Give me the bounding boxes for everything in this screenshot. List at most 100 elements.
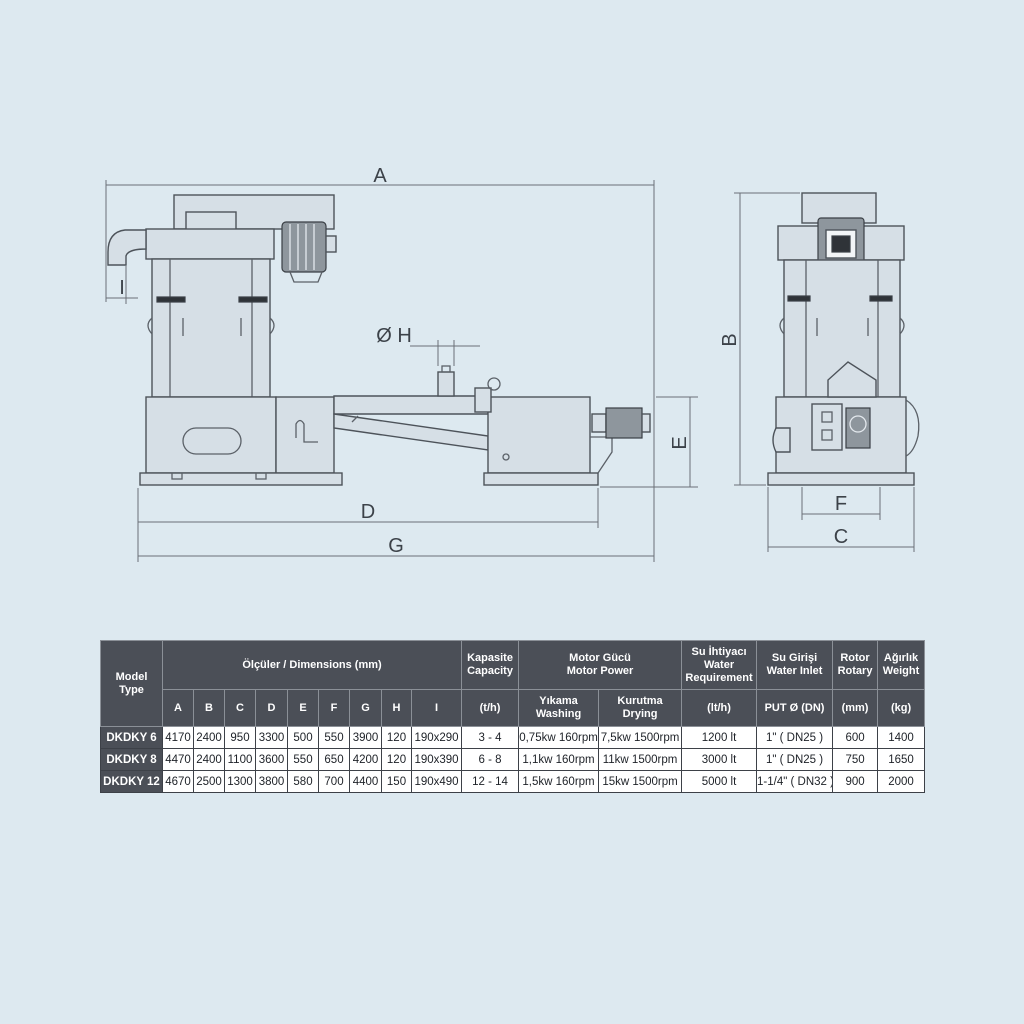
front-base-plate xyxy=(767,472,915,486)
dim-label-b: B xyxy=(719,333,741,346)
cell-dim-d: 3300 xyxy=(255,726,288,749)
cell-weight: 1650 xyxy=(877,748,926,771)
dim-label-e: E xyxy=(669,436,691,449)
cell-dim-g: 4400 xyxy=(349,770,382,793)
cell-dim-d: 3800 xyxy=(255,770,288,793)
cell-capacity: 12 - 14 xyxy=(461,770,520,793)
cell-dim-h: 120 xyxy=(381,726,412,749)
front-view-dimensions: B F C xyxy=(719,192,915,552)
cell-drying: 7,5kw 1500rpm xyxy=(598,726,683,749)
cell-dim-e: 550 xyxy=(287,748,319,771)
conveyor-tube xyxy=(333,413,489,451)
cell-drying: 11kw 1500rpm xyxy=(598,748,683,771)
top-flange xyxy=(185,211,237,231)
cell-dim-g: 4200 xyxy=(349,748,382,771)
cell-weight: 1400 xyxy=(877,726,926,749)
cell-water: 5000 lt xyxy=(681,770,758,793)
front-panel xyxy=(811,403,843,451)
cell-washing: 1,5kw 160rpm xyxy=(518,770,600,793)
table-row: DKDKY 6 4170 2400 950 3300 500 550 3900 … xyxy=(100,726,926,749)
header-rotor-unit: (mm) xyxy=(832,689,879,727)
cell-dim-i: 190x490 xyxy=(410,770,463,793)
dim-label-g: G xyxy=(388,535,404,557)
side-view xyxy=(107,194,651,486)
inspection-window xyxy=(182,427,242,455)
side-housing xyxy=(275,396,335,474)
cell-washing: 0,75kw 160rpm xyxy=(518,726,600,749)
cell-water: 1200 lt xyxy=(681,726,758,749)
cell-dim-a: 4470 xyxy=(162,748,194,771)
dim-label-h: Ø H xyxy=(376,325,412,347)
header-capacity-unit: (t/h) xyxy=(461,689,520,727)
dim-label-f: F xyxy=(835,493,847,515)
clamp-right xyxy=(238,296,268,303)
dim-label-a: A xyxy=(373,165,387,187)
cell-dim-e: 500 xyxy=(287,726,319,749)
base-plate xyxy=(139,472,343,486)
washing-motor xyxy=(605,407,643,439)
cell-inlet: 1-1/4" ( DN32 ) xyxy=(756,770,834,793)
column-body xyxy=(151,258,271,398)
header-dim-e: E xyxy=(287,689,319,727)
table-row: DKDKY 12 4670 2500 1300 3800 580 700 440… xyxy=(100,770,926,793)
cell-dim-i: 190x290 xyxy=(410,726,463,749)
header-dimensions: Ölçüler / Dimensions (mm) xyxy=(161,640,463,690)
cell-dim-f: 550 xyxy=(318,726,350,749)
table-body: DKDKY 6 4170 2400 950 3300 500 550 3900 … xyxy=(100,726,926,793)
table-row: DKDKY 8 4470 2400 1100 3600 550 650 4200… xyxy=(100,748,926,771)
cell-capacity: 6 - 8 xyxy=(461,748,520,771)
cell-dim-e: 580 xyxy=(287,770,319,793)
cell-dim-b: 2500 xyxy=(193,770,225,793)
cell-drying: 15kw 1500rpm xyxy=(598,770,683,793)
header-inlet-unit: PUT Ø (DN) xyxy=(756,689,834,727)
cell-model: DKDKY 6 xyxy=(100,726,163,749)
cell-inlet: 1" ( DN25 ) xyxy=(756,726,834,749)
tank-base xyxy=(483,472,599,486)
water-inlet-pipe xyxy=(437,371,455,397)
front-conveyor-hood xyxy=(827,361,877,398)
header-dim-f: F xyxy=(318,689,350,727)
cell-dim-d: 3600 xyxy=(255,748,288,771)
header-dim-h: H xyxy=(381,689,412,727)
dim-label-c: C xyxy=(834,526,848,548)
upper-housing xyxy=(145,228,275,260)
header-water-unit: (lt/h) xyxy=(681,689,758,727)
header-weight-unit: (kg) xyxy=(877,689,926,727)
inlet-elbow xyxy=(107,229,147,266)
cell-model: DKDKY 8 xyxy=(100,748,163,771)
cell-rotor: 900 xyxy=(832,770,879,793)
cell-washing: 1,1kw 160rpm xyxy=(518,748,600,771)
header-dim-i: I xyxy=(410,689,463,727)
dim-label-i: I xyxy=(119,277,125,299)
cell-rotor: 750 xyxy=(832,748,879,771)
cell-dim-h: 120 xyxy=(381,748,412,771)
motor-end-cap xyxy=(325,235,337,253)
cell-dim-g: 3900 xyxy=(349,726,382,749)
header-dim-g: G xyxy=(349,689,382,727)
header-dim-b: B xyxy=(193,689,225,727)
gearbox xyxy=(591,413,607,433)
front-gearbox xyxy=(845,407,871,449)
header-dim-a: A xyxy=(162,689,194,727)
cell-dim-f: 650 xyxy=(318,748,350,771)
cell-dim-b: 2400 xyxy=(193,748,225,771)
cell-dim-i: 190x390 xyxy=(410,748,463,771)
cell-model: DKDKY 12 xyxy=(100,770,163,793)
machine-technical-drawing: A I D G E Ø H xyxy=(105,165,920,562)
cell-dim-f: 700 xyxy=(318,770,350,793)
cell-water: 3000 lt xyxy=(681,748,758,771)
washing-tank xyxy=(487,396,591,474)
cell-dim-c: 1300 xyxy=(224,770,256,793)
dryer-motor xyxy=(281,221,327,273)
dim-label-d: D xyxy=(361,501,375,523)
cell-dim-b: 2400 xyxy=(193,726,225,749)
